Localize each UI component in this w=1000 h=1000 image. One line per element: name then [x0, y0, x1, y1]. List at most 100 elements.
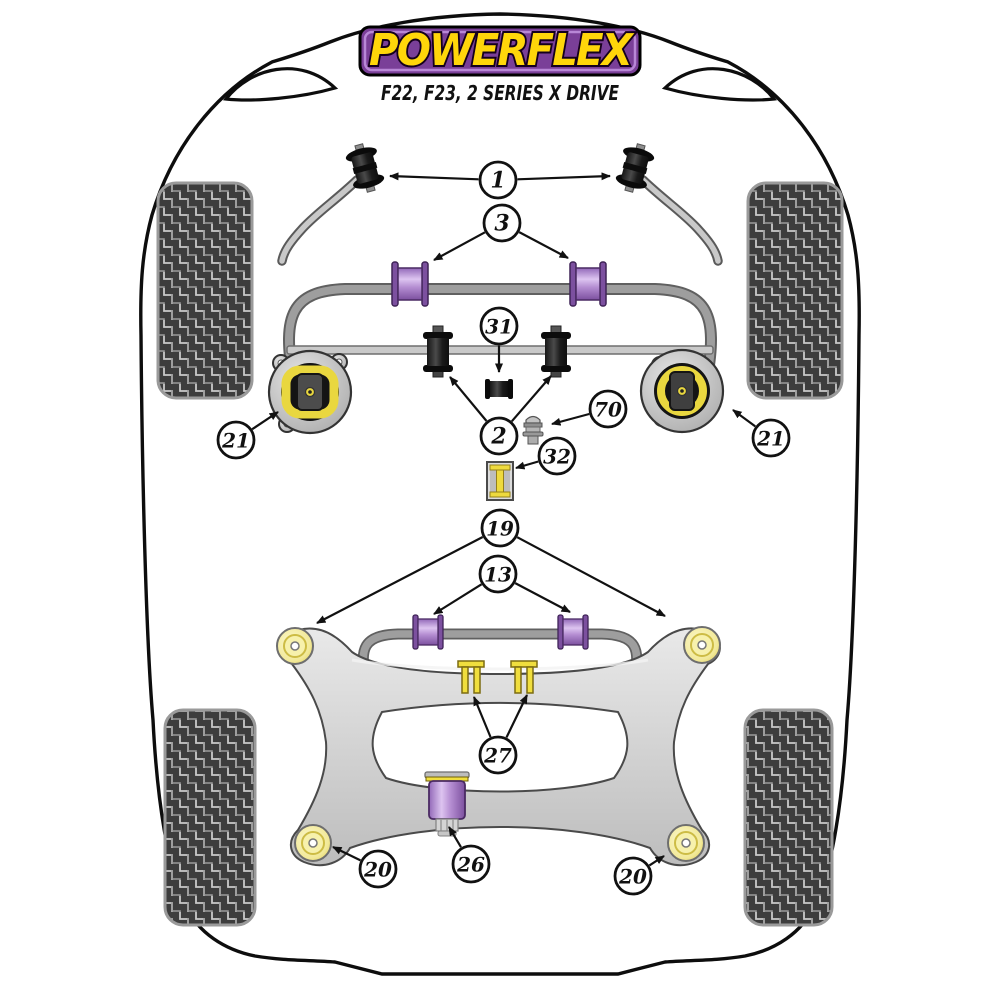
callout-number: 26	[456, 853, 485, 877]
callout-circle	[480, 508, 520, 548]
droplink-left	[277, 143, 385, 266]
callout-13: 13	[433, 554, 571, 615]
side-mirror-right-icon	[661, 67, 778, 102]
subframe-insert-right	[510, 660, 538, 694]
callout-number: 27	[483, 744, 512, 768]
callout-arrow	[515, 460, 539, 470]
callout-circle	[482, 203, 522, 243]
subframe-highlight	[351, 658, 649, 671]
header: POWERFLEX F22, F23, 2 SERIES X DRIVE	[358, 23, 642, 105]
callout-number: 3	[494, 211, 509, 237]
callout-number: 21	[221, 429, 250, 453]
callout-arrow	[517, 172, 611, 181]
callout-20: 20	[613, 855, 665, 896]
callout-20: 20	[332, 846, 398, 889]
callout-number: 20	[618, 865, 647, 889]
callout-1: 1	[389, 160, 611, 200]
rear-subframe	[279, 627, 721, 867]
callout-arrow	[732, 409, 756, 428]
callout-circle	[478, 160, 518, 200]
bump-stop-70	[522, 415, 544, 445]
callout-circle	[478, 554, 518, 594]
callout-26: 26	[448, 826, 491, 884]
callout-arrow	[510, 375, 552, 423]
subframe-bush-front-right	[683, 626, 721, 664]
callout-arrow	[648, 855, 665, 867]
tire-front-left	[156, 181, 254, 400]
callout-circle	[479, 416, 519, 456]
droplink-bush-right	[615, 143, 655, 193]
callout-27: 27	[472, 694, 528, 775]
callout-arrow	[472, 696, 492, 738]
subframe-bush-rear-left	[294, 824, 332, 862]
engine-mount-right	[639, 348, 725, 434]
callout-number: 32	[543, 445, 571, 469]
small-bush-31	[485, 379, 513, 399]
callout-arrow	[448, 826, 462, 848]
callout-2: 2	[449, 375, 552, 456]
callout-number: 1	[490, 168, 505, 194]
callout-circle	[451, 844, 491, 884]
model-subtitle: F22, F23, 2 SERIES X DRIVE	[381, 81, 619, 105]
callout-number: 13	[484, 563, 512, 587]
control-arm-bush-left	[423, 325, 453, 378]
front-arb-bush-left	[391, 261, 429, 307]
callout-number: 31	[485, 315, 513, 339]
callout-circle	[588, 389, 628, 429]
callout-number: 70	[594, 398, 622, 422]
callout-number: 2	[490, 424, 506, 450]
gearbox-insert-32	[486, 461, 514, 501]
front-arb-bush-right	[569, 261, 607, 307]
callout-3: 3	[433, 203, 569, 261]
rear-suspension	[276, 614, 721, 867]
diff-mount-26	[424, 771, 470, 837]
side-mirror-left-icon	[222, 67, 339, 102]
callout-19: 19	[316, 508, 666, 624]
callout-number: 20	[363, 858, 392, 882]
callout-arrow	[518, 231, 569, 259]
callout-circle	[613, 856, 653, 896]
callout-arrow	[433, 583, 483, 615]
callout-arrow	[433, 231, 486, 261]
subframe-bush-front-left	[276, 627, 314, 665]
callout-circle	[537, 436, 577, 476]
callout-arrow	[316, 536, 484, 624]
callout-arrow	[516, 536, 666, 617]
callout-arrow	[251, 411, 279, 431]
tire-rear-right	[743, 708, 834, 927]
callout-number: 19	[486, 517, 514, 541]
rear-arb-bush-left	[412, 614, 444, 650]
callout-32: 32	[515, 436, 577, 476]
logo-panel-inner-border	[363, 30, 637, 72]
callout-arrow	[389, 172, 479, 181]
tires	[156, 181, 844, 927]
engine-mount-left	[267, 349, 353, 435]
callout-circle	[479, 306, 519, 346]
callout-arrow	[332, 846, 361, 862]
droplink-bush-left	[345, 143, 385, 193]
callout-arrow	[514, 582, 571, 613]
tire-front-right	[746, 181, 844, 400]
callout-arrow	[551, 412, 590, 426]
subframe-insert-left	[457, 660, 485, 694]
control-arm-bush-right	[541, 325, 571, 378]
rear-arb-bush-right	[557, 614, 589, 650]
callout-number: 21	[756, 427, 785, 451]
front-antiroll-bar	[283, 283, 717, 384]
callout-21: 21	[732, 409, 791, 458]
callout-21: 21	[216, 411, 279, 460]
brand-logo-text: POWERFLEX	[369, 25, 635, 76]
callout-circle	[358, 849, 398, 889]
callout-circle	[751, 418, 791, 458]
droplink-right	[615, 143, 723, 266]
callout-arrow	[505, 694, 528, 738]
subframe-bush-rear-right	[667, 824, 705, 862]
callout-70: 70	[551, 389, 628, 429]
callout-circle	[216, 420, 256, 460]
callout-31: 31	[479, 306, 519, 373]
tire-rear-left	[163, 708, 257, 927]
callout-circle	[478, 735, 518, 775]
